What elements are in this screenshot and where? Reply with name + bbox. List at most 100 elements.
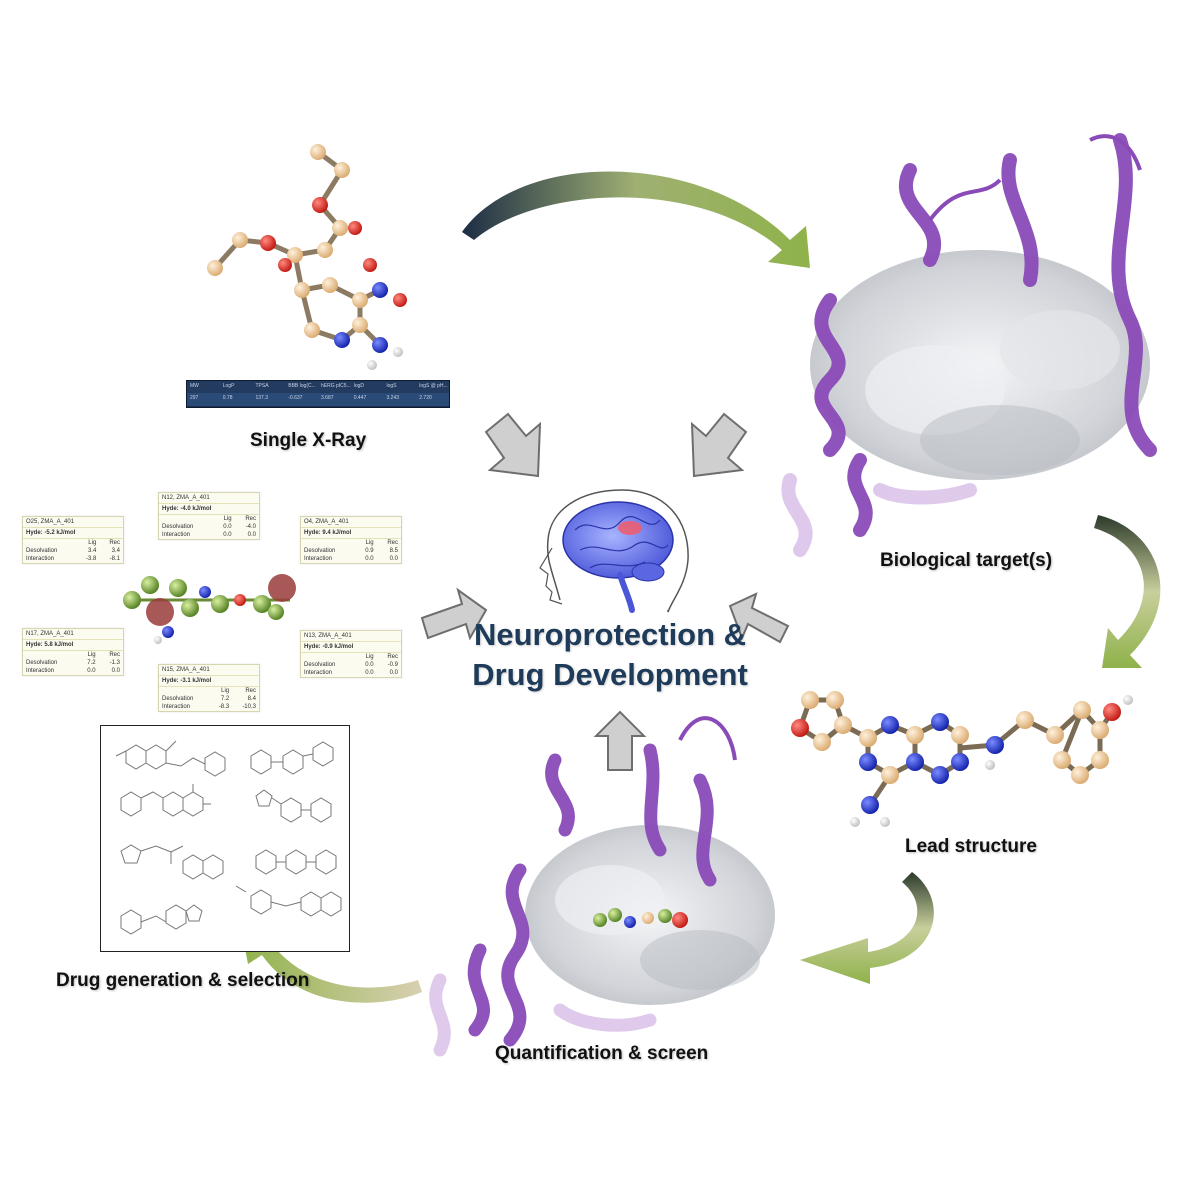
card-col-rec: Rec — [99, 651, 123, 659]
card-row-interaction: Interaction — [23, 667, 78, 675]
card-value: 0.0 — [356, 669, 377, 677]
card-value: 0.0 — [214, 531, 235, 539]
card-row-interaction: Interaction — [301, 669, 356, 677]
lead-atoms — [791, 691, 1133, 827]
gray-arrow-upper-left — [486, 414, 540, 476]
card-title: N17, ZMA_A_401 — [23, 629, 123, 640]
card-value: 0.0 — [235, 531, 259, 539]
card-hyde: Hyde: -3.1 kJ/mol — [159, 676, 259, 687]
card-title: N12, ZMA_A_401 — [159, 493, 259, 504]
ligand-structures — [101, 726, 349, 951]
card-value: 0.0 — [214, 523, 235, 531]
card-col-rec: Rec — [235, 515, 259, 523]
card-col-rec: Rec — [377, 653, 401, 661]
head-brain-icon — [540, 490, 688, 612]
ligand-library-box — [100, 725, 350, 952]
interaction-card: N17, ZMA_A_401 Hyde: 5.8 kJ/mol LigRec D… — [22, 628, 124, 676]
card-col-lig: Lig — [356, 539, 377, 547]
property-value-cell: 0.447 — [351, 393, 384, 406]
card-value: 0.0 — [99, 667, 123, 675]
property-header-cell: BBB log(C... — [285, 381, 318, 393]
property-table: MW LogP TPSA BBB log(C... hERG pIC5... l… — [186, 380, 450, 408]
card-row-desolvation: Desolvation — [159, 523, 214, 531]
card-value: 3.4 — [76, 547, 99, 555]
property-header-cell: MW — [187, 381, 220, 393]
card-value: -4.0 — [235, 523, 259, 531]
card-value: -8.3 — [210, 703, 232, 711]
card-value: 0.0 — [377, 669, 401, 677]
label-biological-targets: Biological target(s) — [880, 550, 1052, 572]
card-title: N15, ZMA_A_401 — [159, 665, 259, 676]
card-value: -10.3 — [232, 703, 259, 711]
card-value: 7.2 — [210, 695, 232, 703]
card-row-desolvation: Desolvation — [23, 547, 76, 555]
card-col-lig: Lig — [210, 687, 232, 695]
curved-arrow-right — [1094, 515, 1160, 668]
card-value: 7.2 — [78, 659, 99, 667]
property-header-cell: logD — [351, 381, 384, 393]
card-col-lig: Lig — [214, 515, 235, 523]
card-value: -1.3 — [99, 659, 123, 667]
card-row-interaction: Interaction — [23, 555, 76, 563]
property-value-cell: 3.687 — [318, 393, 351, 406]
card-title: O4, ZMA_A_401 — [301, 517, 401, 528]
card-value: 0.0 — [78, 667, 99, 675]
gray-arrow-upper-right — [692, 414, 746, 476]
card-value: 8.4 — [232, 695, 259, 703]
card-value: 3.4 — [99, 547, 123, 555]
card-col-lig: Lig — [76, 539, 99, 547]
protein-target-top — [788, 136, 1150, 550]
card-title: O25, ZMA_A_401 — [23, 517, 123, 528]
property-header-cell: LogP — [220, 381, 253, 393]
property-value-cell: -0.637 — [285, 393, 318, 406]
gray-arrow-bottom — [596, 712, 644, 770]
card-value: -8.1 — [99, 555, 123, 563]
label-quantification: Quantification & screen — [495, 1043, 708, 1065]
card-hyde: Hyde: 5.8 kJ/mol — [23, 640, 123, 651]
center-title: Neuroprotection & Drug Development — [440, 615, 780, 695]
property-header-cell: hERG pIC5... — [318, 381, 351, 393]
card-col-rec: Rec — [99, 539, 123, 547]
card-value: 0.0 — [356, 661, 377, 669]
card-col-rec: Rec — [232, 687, 259, 695]
card-hyde: Hyde: 9.4 kJ/mol — [301, 528, 401, 539]
curved-arrow-top — [462, 171, 810, 268]
card-value: 8.5 — [377, 547, 401, 555]
card-row-desolvation: Desolvation — [23, 659, 78, 667]
label-lead-structure: Lead structure — [905, 836, 1037, 858]
xray-atoms — [207, 144, 407, 370]
card-hyde: Hyde: -5.2 kJ/mol — [23, 528, 123, 539]
property-header-cell: logS @ pH... — [416, 381, 449, 393]
interaction-molecule — [123, 574, 296, 644]
center-title-line2: Drug Development — [440, 655, 780, 695]
card-hyde: Hyde: -4.0 kJ/mol — [159, 504, 259, 515]
card-col-rec: Rec — [377, 539, 401, 547]
card-value: 0.9 — [356, 547, 377, 555]
card-value: 0.0 — [377, 555, 401, 563]
property-value-cell: 297 — [187, 393, 220, 406]
label-single-xray: Single X-Ray — [250, 430, 366, 452]
card-row-desolvation: Desolvation — [301, 547, 356, 555]
card-row-interaction: Interaction — [301, 555, 356, 563]
property-value-cell: 3.243 — [384, 393, 417, 406]
property-value-cell: 2.720 — [416, 393, 449, 406]
card-col-lig: Lig — [356, 653, 377, 661]
property-header-cell: logS — [384, 381, 417, 393]
card-row-desolvation: Desolvation — [159, 695, 210, 703]
label-drug-generation: Drug generation & selection — [56, 970, 309, 992]
card-value: 0.0 — [356, 555, 377, 563]
card-row-interaction: Interaction — [159, 703, 210, 711]
property-value-cell: 137.3 — [253, 393, 286, 406]
card-hyde: Hyde: -0.9 kJ/mol — [301, 642, 401, 653]
